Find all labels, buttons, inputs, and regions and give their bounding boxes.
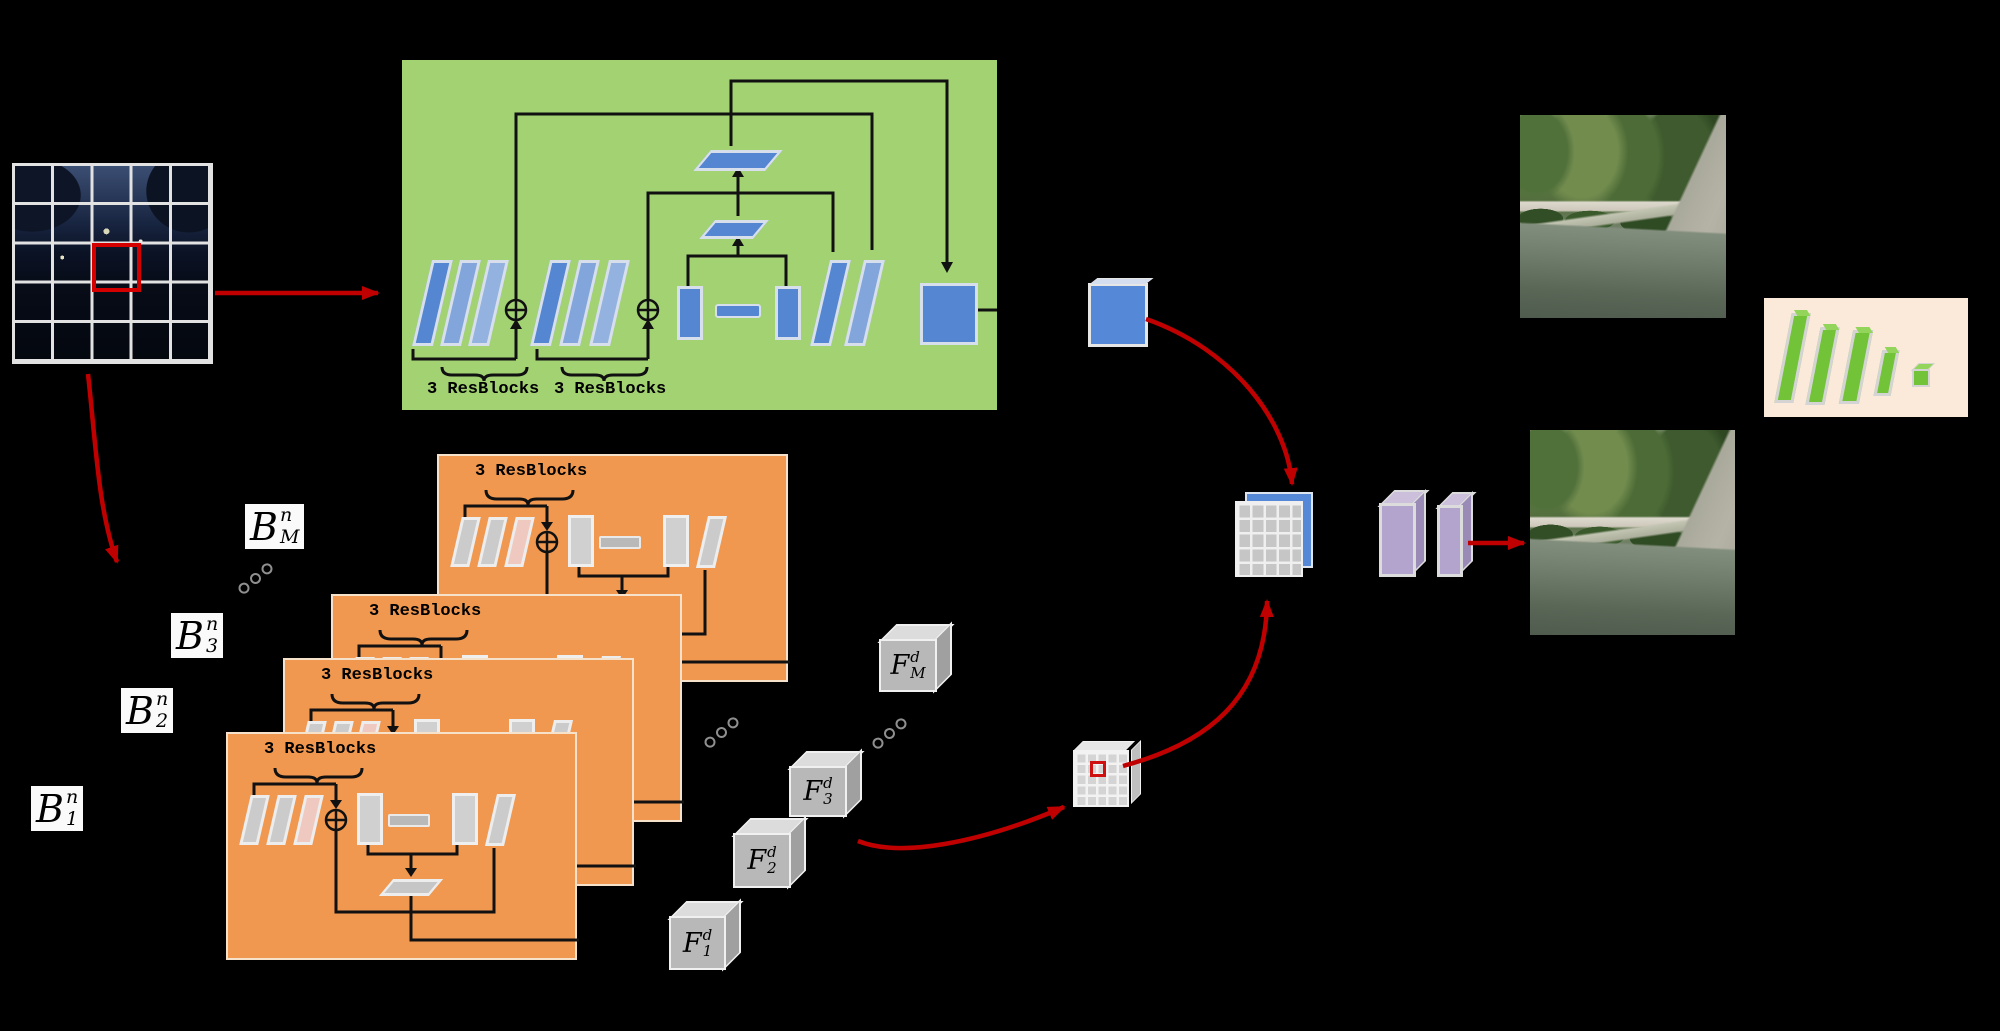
conv-layer-highlighted — [293, 795, 324, 845]
encoder-block — [775, 286, 801, 340]
arrowhead-down — [330, 800, 342, 809]
arrowhead-up — [510, 319, 522, 329]
denoise-module-4: 3 ResBlocks — [226, 732, 579, 960]
bottleneck-bar — [599, 536, 641, 549]
conv-layer — [450, 517, 481, 567]
conv-layer-highlighted — [504, 517, 535, 567]
patch-grid-overlay — [12, 163, 213, 364]
encoder-block — [568, 515, 594, 567]
orange-module-wiring — [252, 767, 579, 942]
grid-face — [1073, 750, 1129, 807]
similarity-grid-cube — [1073, 740, 1141, 807]
clean-feature-cube — [1088, 278, 1154, 347]
conv-layer — [484, 794, 517, 846]
conv-layer — [477, 517, 508, 567]
add-icon — [504, 298, 528, 322]
conv-layer — [239, 795, 270, 845]
patch-highlight — [92, 243, 141, 292]
resblocks-label: 3 ResBlocks — [264, 740, 377, 759]
brace — [378, 629, 469, 646]
resblocks-label: 3 ResBlocks — [475, 462, 588, 481]
ellipsis-icon — [702, 715, 741, 750]
encoder-block — [452, 793, 478, 845]
arrowhead-up — [642, 319, 654, 329]
brace — [273, 767, 364, 784]
arrow-features-to-smallgrid — [857, 804, 1066, 851]
feature-cube-output — [920, 283, 978, 345]
arrowhead-down — [941, 262, 953, 273]
resblocks-label: 3 ResBlocks — [554, 380, 667, 399]
upsample-plate — [699, 220, 769, 239]
skip-connection-1 — [514, 112, 874, 300]
encoder-block — [357, 793, 383, 845]
bottleneck-bar — [715, 304, 761, 318]
arrow-bluecube-to-biggrid — [1145, 316, 1298, 486]
brace — [330, 693, 421, 710]
add-icon — [535, 530, 559, 554]
conv-layer — [266, 795, 297, 845]
grid-face — [1235, 501, 1303, 577]
arrowhead-down — [405, 868, 417, 877]
reference-image — [1520, 115, 1726, 318]
encoder-block — [677, 286, 703, 340]
legend-feature-slab — [1774, 310, 1811, 403]
legend-feature-slab — [1805, 324, 1840, 405]
feature-aggregation-cube — [1235, 492, 1315, 577]
encoder-block — [663, 515, 689, 567]
resblocks-label: 3 ResBlocks — [369, 602, 482, 621]
noisy-input-image — [12, 163, 213, 364]
ellipsis-icon — [870, 716, 909, 751]
bottleneck-bar — [388, 814, 430, 827]
downsample-plate — [378, 879, 444, 896]
brace-2 — [560, 366, 649, 382]
module-output-line — [409, 895, 579, 942]
arrow-input-to-patches — [85, 373, 120, 564]
encoder-merge-bracket — [686, 246, 788, 286]
brace — [484, 489, 575, 506]
conv-layer — [810, 260, 851, 346]
conv-layer — [844, 260, 885, 346]
upsample-plate — [693, 150, 783, 171]
legend-feature-slab — [1838, 327, 1874, 404]
legend-feature-slab — [1873, 347, 1900, 396]
resblocks-label: 3 ResBlocks — [427, 380, 540, 399]
top-output-line — [729, 79, 949, 262]
arrowhead-down — [541, 522, 553, 531]
green-module-wiring — [411, 79, 997, 382]
legend-feature-cube — [1911, 363, 1935, 387]
output-image — [1530, 430, 1735, 635]
legend-box — [1764, 298, 1968, 417]
add-icon — [324, 808, 348, 832]
feature-extraction-module: 3 ResBlocks 3 ResBlocks — [402, 60, 997, 410]
arrow-smallgrid-to-biggrid — [1122, 599, 1274, 769]
brace-1 — [440, 366, 529, 382]
selected-cell-highlight — [1090, 761, 1106, 777]
add-icon — [636, 298, 660, 322]
conv-layer — [695, 516, 728, 568]
resblocks-label: 3 ResBlocks — [321, 666, 434, 685]
skip-connection-2 — [646, 191, 835, 300]
ellipsis-icon — [236, 561, 275, 596]
